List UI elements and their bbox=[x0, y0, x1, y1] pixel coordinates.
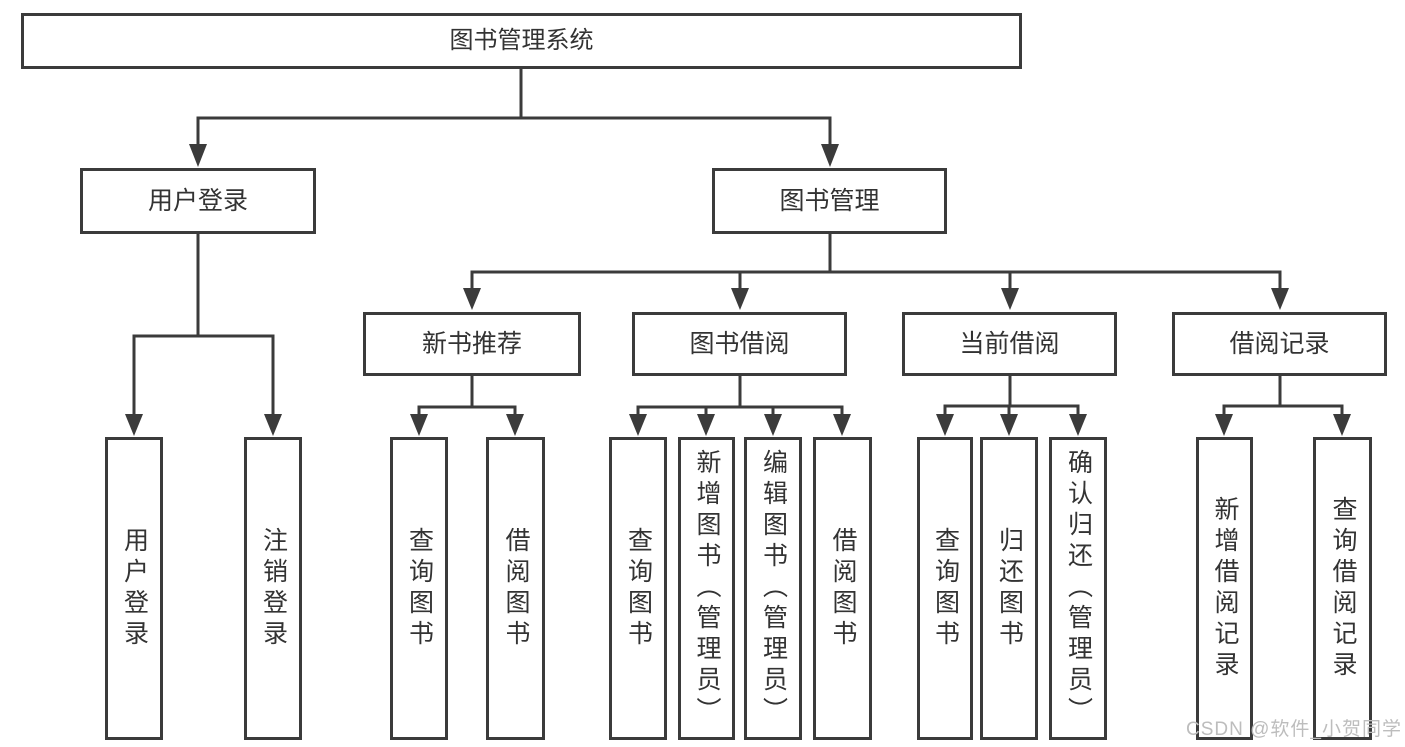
node-library-system: 图书管理系统 bbox=[21, 13, 1022, 69]
leaf-query-books: 查询图书 bbox=[390, 437, 448, 740]
leaf-query-books: 查询图书 bbox=[609, 437, 667, 740]
leaf-borrow-books: 借阅图书 bbox=[813, 437, 872, 740]
node-user-login: 用户登录 bbox=[80, 168, 316, 234]
leaf-query-books: 查询图书 bbox=[917, 437, 973, 740]
leaf-edit-books-admin: 编辑图书（管理员） bbox=[744, 437, 802, 740]
csdn-watermark: CSDN @软件_小贺同学 bbox=[1186, 719, 1402, 740]
node-new-book-recommend: 新书推荐 bbox=[363, 312, 581, 376]
leaf-logout: 注销登录 bbox=[244, 437, 302, 740]
leaf-add-books-admin: 新增图书（管理员） bbox=[678, 437, 735, 740]
node-current-borrowing: 当前借阅 bbox=[902, 312, 1117, 376]
node-book-borrowing: 图书借阅 bbox=[632, 312, 847, 376]
leaf-query-borrow-record: 查询借阅记录 bbox=[1313, 437, 1372, 740]
node-borrowing-records: 借阅记录 bbox=[1172, 312, 1387, 376]
leaf-borrow-books: 借阅图书 bbox=[486, 437, 545, 740]
leaf-add-borrow-record: 新增借阅记录 bbox=[1196, 437, 1253, 740]
leaf-confirm-return-admin: 确认归还（管理员） bbox=[1049, 437, 1107, 740]
leaf-user-login: 用户登录 bbox=[105, 437, 163, 740]
arrowheads bbox=[125, 144, 1351, 436]
leaf-return-books: 归还图书 bbox=[980, 437, 1038, 740]
node-book-management: 图书管理 bbox=[712, 168, 947, 234]
